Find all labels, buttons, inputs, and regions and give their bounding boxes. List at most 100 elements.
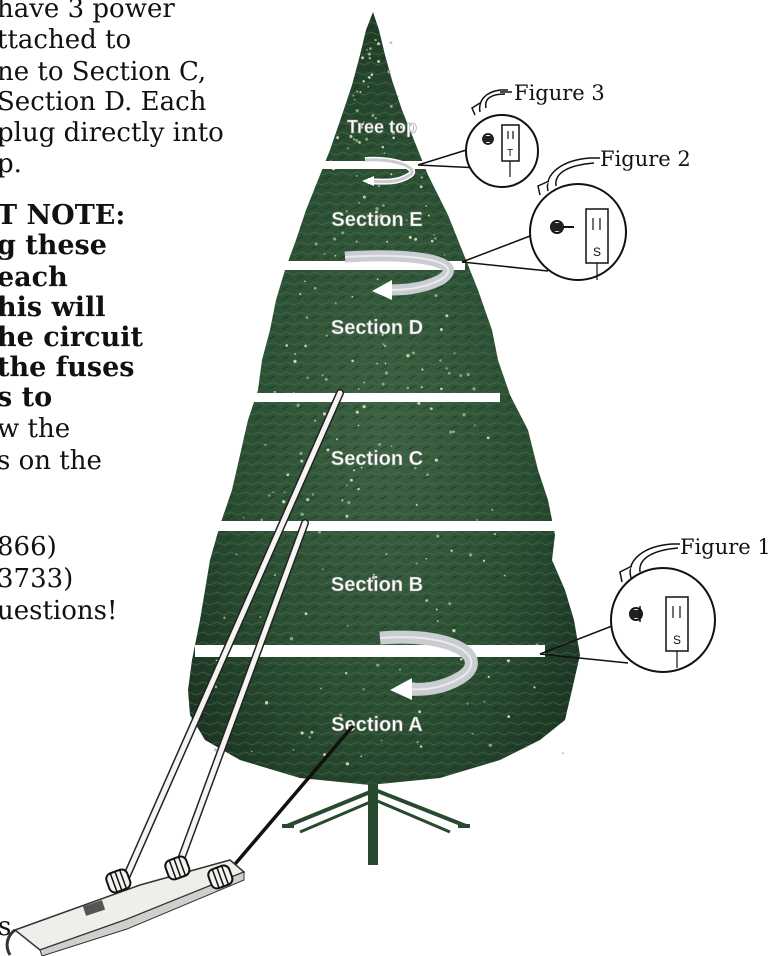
tree-light: [339, 713, 343, 717]
tree-light: [355, 109, 359, 113]
instruction-line: Section D. Each: [0, 87, 207, 117]
tree-light: [214, 685, 218, 689]
label-tree-top: Tree top: [347, 117, 417, 137]
tree-light: [452, 628, 456, 633]
tree-light: [362, 405, 366, 409]
tree-light: [304, 612, 308, 616]
tree-light: [459, 657, 463, 661]
tree-light: [318, 530, 322, 534]
tree-light: [365, 137, 369, 141]
tree-light: [486, 436, 490, 440]
tree-light: [384, 371, 389, 375]
tree-light: [333, 237, 337, 241]
tree-light: [268, 494, 271, 497]
instruction-line: uestions!: [0, 596, 118, 626]
section-labels: Tree top Section E Section D Section C S…: [331, 117, 424, 737]
tree-light: [353, 98, 356, 101]
tree-light: [383, 152, 386, 155]
tree-light: [377, 42, 380, 46]
tree-light: [336, 136, 340, 140]
tree-light: [355, 138, 359, 142]
tree-light: [390, 173, 393, 176]
tree-light: [336, 438, 338, 441]
tree-light: [306, 498, 310, 502]
tree-light: [452, 430, 455, 433]
tree-light: [434, 294, 438, 297]
figure-2-callout: S Figure 2: [461, 147, 691, 281]
tree-light: [345, 484, 348, 487]
instruction-line: each: [0, 262, 68, 293]
tree-light: [389, 104, 393, 108]
tree-light: [351, 359, 354, 363]
tree-light: [371, 224, 374, 226]
tree-light: [506, 659, 510, 663]
tree-light: [396, 129, 400, 133]
tree-light: [374, 38, 377, 42]
tree-light: [299, 293, 302, 296]
tree-light: [352, 125, 355, 128]
tree-light: [355, 240, 358, 243]
tree-light: [450, 549, 453, 552]
tree-light: [259, 616, 262, 619]
tree-light: [425, 204, 428, 208]
tree-light: [341, 231, 345, 235]
tree-light: [462, 413, 466, 417]
tree-light: [434, 458, 439, 462]
instruction-line: he circuit: [0, 322, 143, 353]
tree-light: [466, 702, 469, 705]
tree-light: [473, 424, 476, 427]
tree-light: [362, 80, 365, 83]
tree-light: [476, 519, 478, 521]
tree-light: [373, 220, 375, 222]
tree-light: [436, 534, 440, 538]
tree-light: [425, 557, 428, 560]
figure-3-plug-letter: T: [507, 148, 513, 159]
tree-light: [314, 419, 316, 422]
tree-light: [371, 575, 376, 580]
tree-light: [367, 76, 370, 79]
tree-light: [300, 731, 304, 735]
tree-light: [433, 233, 435, 236]
label-section-d: Section D: [331, 317, 423, 339]
instruction-line: p.: [0, 149, 22, 179]
tree-light: [358, 201, 361, 204]
tree-light: [361, 56, 365, 60]
instruction-line: have 3 power: [0, 0, 175, 24]
tree-light: [449, 430, 453, 434]
instruction-line: his will: [0, 292, 106, 323]
tree-light: [385, 553, 388, 556]
tree-light: [420, 176, 423, 179]
tree-light: [525, 745, 528, 748]
tree-light: [374, 117, 377, 120]
label-section-b: Section B: [331, 574, 423, 596]
tree-light: [383, 344, 387, 348]
tree-light: [472, 387, 476, 391]
instruction-line: g these: [0, 230, 107, 261]
tree-light: [362, 121, 365, 124]
tree-light: [372, 573, 375, 576]
tree-light: [391, 131, 396, 135]
tree-light: [459, 374, 463, 377]
tree-light: [406, 386, 410, 390]
power-cords: [121, 389, 354, 884]
tree-light: [380, 739, 383, 742]
tree-light: [430, 239, 434, 243]
tree-light: [377, 60, 381, 63]
tree-light: [369, 47, 372, 50]
tree-light: [357, 388, 360, 390]
figure-1-plug-letter: S: [673, 633, 681, 647]
tree-light: [322, 412, 327, 416]
tree-light: [507, 715, 511, 719]
tree-light: [334, 329, 338, 332]
plug-1: [105, 868, 132, 894]
divider-c-b: [210, 521, 555, 531]
tree-light: [488, 743, 492, 747]
tree-light: [346, 625, 349, 627]
tree-light: [359, 91, 362, 93]
tree-light: [321, 374, 324, 377]
figure-2-plug-letter: S: [593, 245, 601, 259]
tree-light: [367, 85, 370, 88]
instruction-line: ne to Section C,: [0, 57, 207, 87]
tree-light: [294, 353, 296, 355]
tree-light: [435, 608, 438, 611]
